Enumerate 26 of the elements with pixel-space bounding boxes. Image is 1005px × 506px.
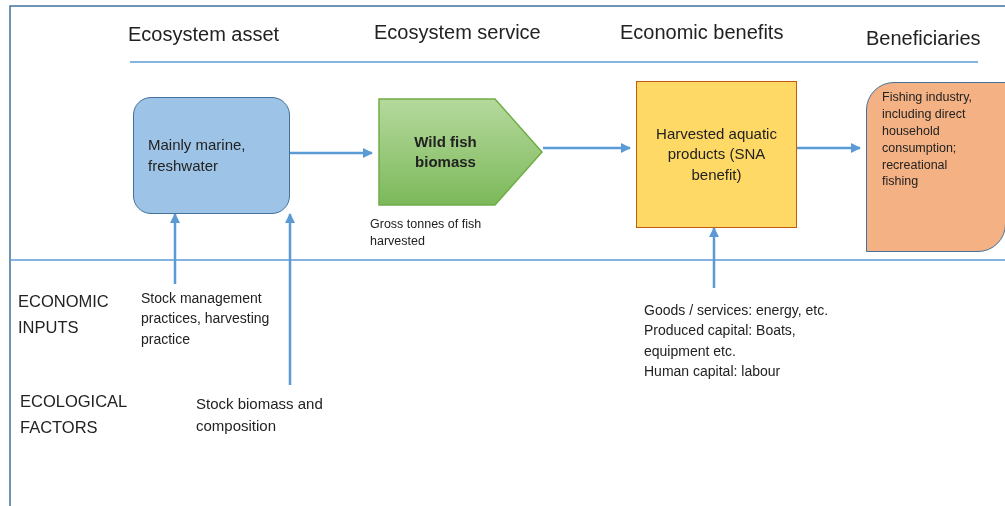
node-text: Fishing industry, including direct household consumption; recreational fishing — [882, 89, 974, 191]
input-note: Stock management practices, harvesting practice — [141, 289, 271, 349]
node-text: Mainly marine, freshwater — [148, 135, 247, 176]
arrow — [797, 143, 861, 153]
input-note: Produced capital: Boats, equipment etc. — [644, 321, 797, 361]
input-note: Human capital: labour — [644, 361, 782, 381]
node-text: Harvested aquatic products (SNA benefit) — [655, 124, 778, 185]
input-note: Goods / services: energy, etc. — [644, 301, 830, 320]
column-heading: Economic benefits — [620, 20, 784, 45]
ecosystem-asset-box — [133, 97, 290, 214]
column-heading: Ecosystem asset — [128, 22, 280, 47]
node-caption: Gross tonnes of fish harvested — [370, 216, 483, 250]
column-heading: Ecosystem service — [374, 20, 541, 45]
beneficiary-box — [866, 82, 1005, 252]
arrow — [290, 148, 373, 158]
arrow — [543, 143, 631, 153]
arrow — [709, 227, 719, 288]
input-note: Stock biomass and composition — [196, 394, 324, 436]
arrow — [170, 213, 180, 284]
column-heading: Beneficiaries — [866, 26, 981, 51]
economic-benefit-box — [636, 81, 797, 228]
row-heading: ECONOMIC INPUTS — [18, 291, 110, 339]
ecosystem-service-pentagon — [378, 98, 543, 206]
row-heading: ECOLOGICAL FACTORS — [20, 391, 128, 439]
arrow — [285, 213, 295, 385]
node-text: Wild fish biomass — [413, 131, 478, 172]
